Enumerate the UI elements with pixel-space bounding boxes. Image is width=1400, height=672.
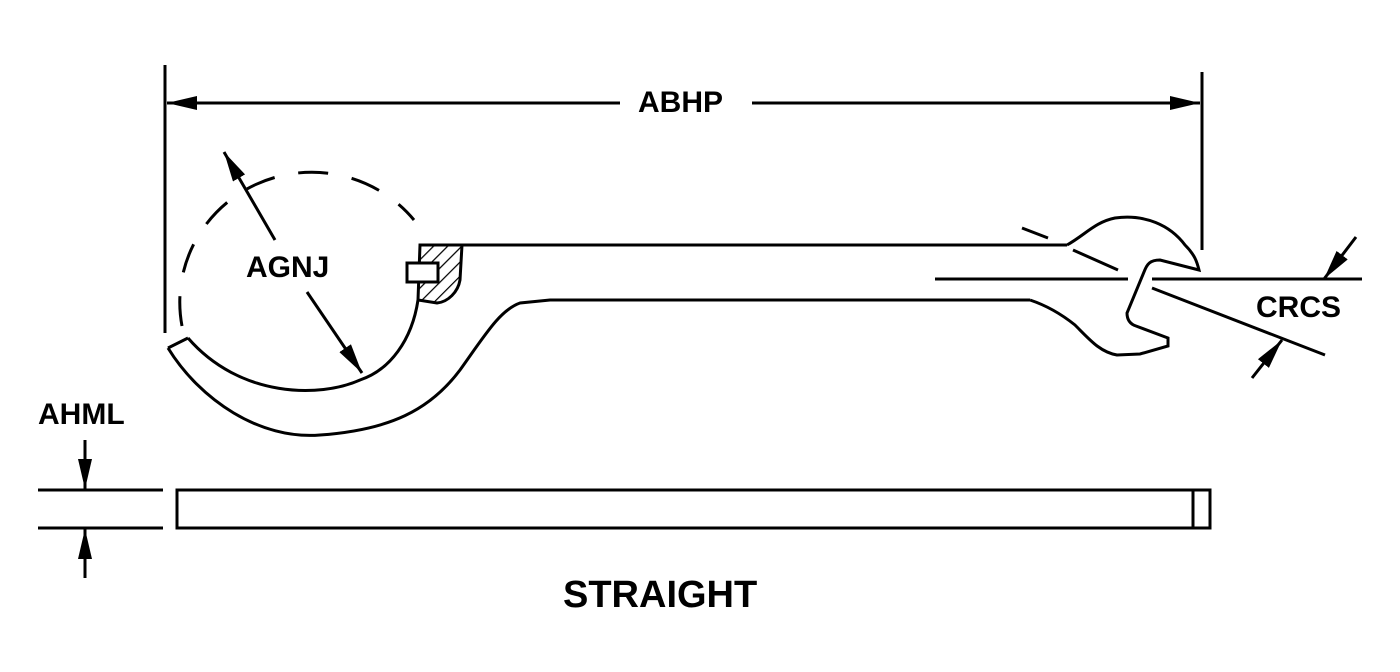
construction-line: [1072, 248, 1119, 272]
ahml-label: AHML: [38, 398, 125, 431]
view-title: STRAIGHT: [563, 574, 758, 616]
agnj-arrow-up: [222, 151, 277, 241]
agnj-label: AGNJ: [246, 251, 330, 284]
hinge-pin: [405, 261, 440, 284]
crcs-arrow-bottom: [1250, 339, 1284, 379]
abhp-label: ABHP: [638, 86, 724, 119]
hook-inner-arc: [186, 299, 420, 392]
hook-outer-arc: [166, 298, 1030, 437]
hatched-hinge-block: [416, 243, 464, 305]
agnj-arrow-down: [305, 291, 364, 374]
side-view-bar: [175, 488, 1212, 530]
crcs-arrow-top: [1322, 236, 1358, 280]
hook-tip: [167, 336, 189, 350]
hook-phantom-circle: [178, 170, 416, 327]
jaw-angle-line: [1151, 286, 1326, 357]
construction-line: [1021, 226, 1049, 240]
crcs-label: CRCS: [1256, 291, 1342, 324]
wrench-head: [1029, 215, 1202, 357]
